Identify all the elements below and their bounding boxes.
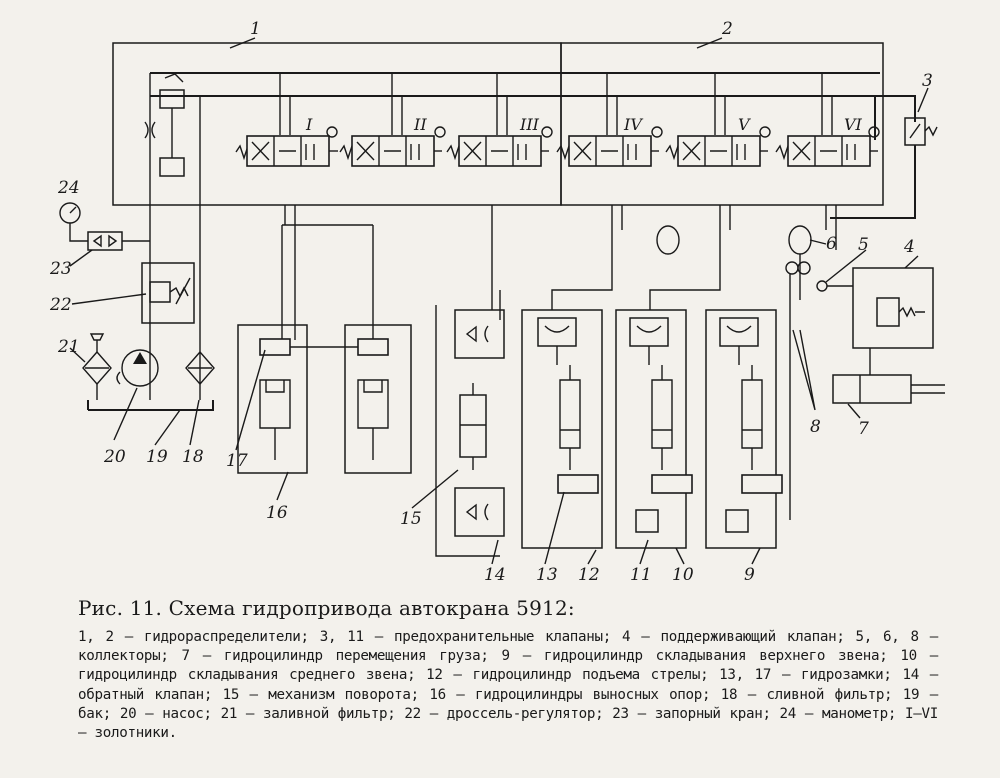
collectors-5-6-8 (551, 205, 837, 520)
label-12: 12 (578, 565, 600, 585)
caption-title: Рис. 11. Схема гидропривода автокрана 59… (78, 596, 575, 620)
label-23: 23 (49, 259, 72, 279)
spool-valve-II (339, 126, 446, 167)
label-3: 3 (922, 71, 933, 91)
label-13: 13 (536, 565, 558, 585)
label-14: 14 (484, 565, 506, 585)
leader-lines (69, 37, 929, 565)
outrigger-cylinders-16 (237, 205, 412, 474)
spool-label-II: II (413, 115, 427, 134)
pump-20 (116, 349, 159, 387)
spool-feed-lines (279, 73, 833, 135)
label-4: 4 (903, 237, 915, 257)
drain-filter-18 (185, 350, 215, 386)
label-24: 24 (57, 178, 80, 198)
distributor-1-housing (112, 42, 562, 206)
cargo-cylinder-7 (832, 348, 945, 404)
figure-caption: Рис. 11. Схема гидропривода автокрана 59… (78, 596, 938, 743)
label-15: 15 (400, 509, 422, 529)
spool-label-V: V (738, 115, 751, 134)
spool-valve-VI (775, 126, 880, 167)
header-line-second (150, 95, 916, 122)
inlet-valve-block (144, 73, 201, 400)
shutoff-tap-23 (87, 231, 150, 251)
label-2: 2 (721, 19, 733, 39)
throttle-regulator-22 (141, 262, 195, 324)
label-7: 7 (858, 419, 869, 439)
slew-mechanism-15 (435, 205, 505, 557)
label-10: 10 (672, 565, 694, 585)
label-1: 1 (250, 19, 261, 39)
label-11: 11 (630, 565, 652, 585)
middle-section-cylinder-10 (615, 309, 693, 549)
boom-cylinder-12 (521, 309, 603, 549)
support-valve-4 (827, 267, 934, 349)
label-17: 17 (226, 451, 248, 471)
relief-valve-3 (904, 117, 938, 146)
spool-label-IV: IV (623, 115, 643, 134)
label-19: 19 (146, 447, 168, 467)
spool-valve-I (235, 126, 338, 167)
label-22: 22 (49, 295, 72, 315)
spool-valve-IV (556, 126, 663, 167)
distributor-2-housing (560, 42, 884, 206)
label-8: 8 (810, 417, 821, 437)
header-relief-return (830, 96, 916, 219)
manometer-24 (59, 202, 88, 242)
spool-label-I: I (305, 115, 313, 134)
spool-valve-III (446, 126, 553, 167)
label-18: 18 (182, 447, 204, 467)
fill-filter-21 (82, 333, 112, 400)
upper-section-cylinder-9 (705, 309, 783, 549)
spool-label-III: III (519, 115, 540, 134)
label-16: 16 (266, 503, 288, 523)
label-21: 21 (57, 337, 80, 357)
tank-19 (87, 400, 214, 411)
label-9: 9 (744, 565, 755, 585)
label-5: 5 (858, 235, 869, 255)
spool-label-VI: VI (844, 115, 863, 134)
label-6: 6 (826, 234, 837, 254)
hydraulic-schematic: 1 2 3 4 5 6 7 8 9 10 11 12 13 14 15 16 1… (49, 19, 945, 585)
label-20: 20 (103, 447, 126, 467)
caption-legend: 1, 2 — гидрораспределители; 3, 11 — пред… (78, 629, 938, 742)
spool-valve-V (665, 126, 771, 167)
